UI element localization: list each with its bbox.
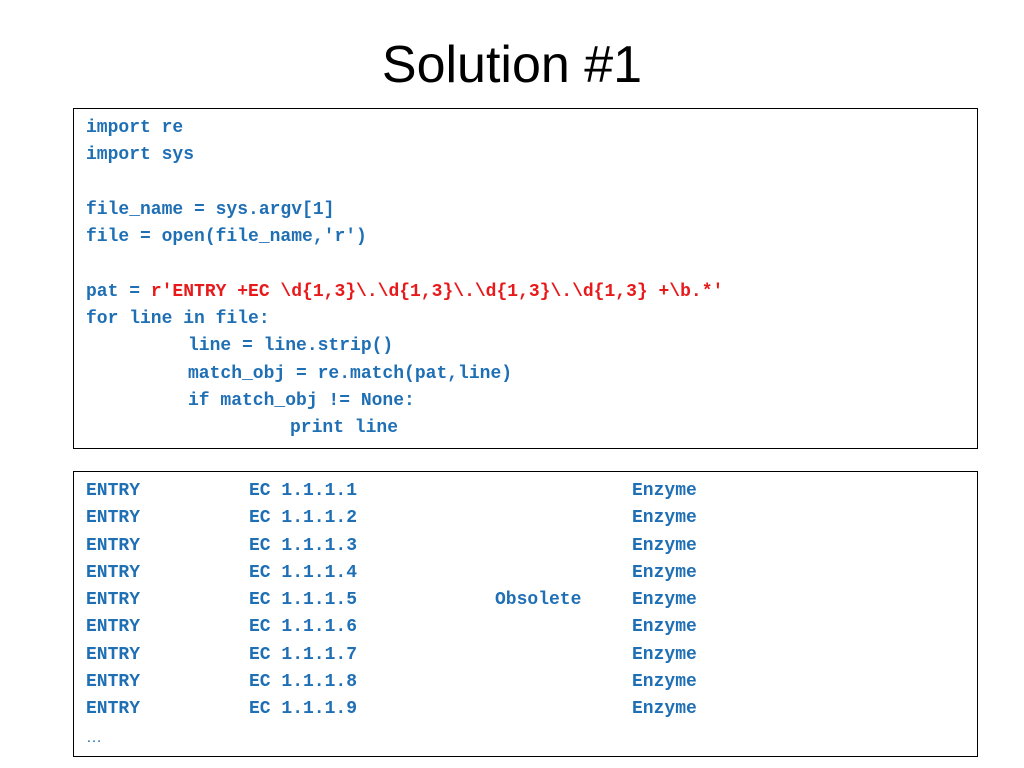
type-label: Enzyme xyxy=(632,672,697,693)
output-row: ENTRY EC 1.1.1.1 Enzyme xyxy=(86,478,977,505)
type-label: Enzyme xyxy=(632,508,697,529)
code-line-pattern: pat = r'ENTRY +EC \d{1,3}\.\d{1,3}\.\d{1… xyxy=(86,279,977,306)
code-line: for line in file: xyxy=(86,309,270,330)
code-line: print line xyxy=(290,418,399,439)
output-row: ENTRY EC 1.1.1.9 Enzyme xyxy=(86,696,977,723)
type-label: Enzyme xyxy=(632,617,697,638)
entry-label: ENTRY xyxy=(86,535,141,556)
output-box: ENTRY EC 1.1.1.1 Enzyme ENTRY EC 1.1.1.2… xyxy=(73,471,978,757)
ec-number: EC 1.1.1.6 xyxy=(249,617,358,638)
entry-label: ENTRY xyxy=(86,562,141,583)
output-row: ENTRY EC 1.1.1.4 Enzyme xyxy=(86,560,977,587)
entry-label: ENTRY xyxy=(86,481,141,501)
ec-number: EC 1.1.1.7 xyxy=(249,644,358,665)
source-code-box: import re import sys file_name = sys.arg… xyxy=(73,108,978,449)
entry-label: ENTRY xyxy=(86,672,141,693)
ec-number: EC 1.1.1.2 xyxy=(249,508,358,529)
slide-title: Solution #1 xyxy=(381,36,643,94)
entry-label: ENTRY xyxy=(86,644,141,665)
blank-line xyxy=(86,170,977,197)
output-row: ENTRY EC 1.1.1.8 Enzyme xyxy=(86,669,977,696)
output-row: ENTRY EC 1.1.1.6 Enzyme xyxy=(86,614,977,641)
ec-number: EC 1.1.1.8 xyxy=(249,672,358,693)
blank-line xyxy=(86,251,977,278)
entry-label: ENTRY xyxy=(86,617,141,638)
code-line: file_name = sys.argv[1] xyxy=(86,199,335,220)
type-label: Enzyme xyxy=(632,644,697,665)
output-row: ENTRY EC 1.1.1.2 Enzyme xyxy=(86,505,977,532)
code-line: file = open(file_name,'r') xyxy=(86,227,367,248)
entry-label: ENTRY xyxy=(86,699,141,720)
status-label: Obsolete xyxy=(495,590,582,611)
output-row: ENTRY EC 1.1.1.7 Enzyme xyxy=(86,642,977,669)
code-line: match_obj = re.match(pat,line) xyxy=(188,363,513,384)
code-line: if match_obj != None: xyxy=(188,390,415,411)
output-row: ENTRY EC 1.1.1.3 Enzyme xyxy=(86,533,977,560)
ec-number: EC 1.1.1.4 xyxy=(249,562,358,583)
type-label: Enzyme xyxy=(632,481,697,501)
entry-label: ENTRY xyxy=(86,590,141,611)
ec-number: EC 1.1.1.3 xyxy=(249,535,358,556)
type-label: Enzyme xyxy=(632,562,697,583)
code-line: import sys xyxy=(86,145,195,166)
regex-string: r'ENTRY +EC \d{1,3}\.\d{1,3}\.\d{1,3}\.\… xyxy=(150,281,724,302)
code-line: line = line.strip() xyxy=(188,336,394,357)
type-label: Enzyme xyxy=(632,535,697,556)
code-line: import re xyxy=(86,118,184,138)
ec-number: EC 1.1.1.9 xyxy=(249,699,358,720)
ec-number: EC 1.1.1.1 xyxy=(249,481,358,501)
type-label: Enzyme xyxy=(632,699,697,720)
output-row: ENTRY EC 1.1.1.5 Obsolete Enzyme xyxy=(86,587,977,614)
type-label: Enzyme xyxy=(632,590,697,611)
output-ellipsis: … xyxy=(86,728,102,746)
entry-label: ENTRY xyxy=(86,508,141,529)
ec-number: EC 1.1.1.5 xyxy=(249,590,358,611)
code-text: pat = xyxy=(86,281,151,302)
